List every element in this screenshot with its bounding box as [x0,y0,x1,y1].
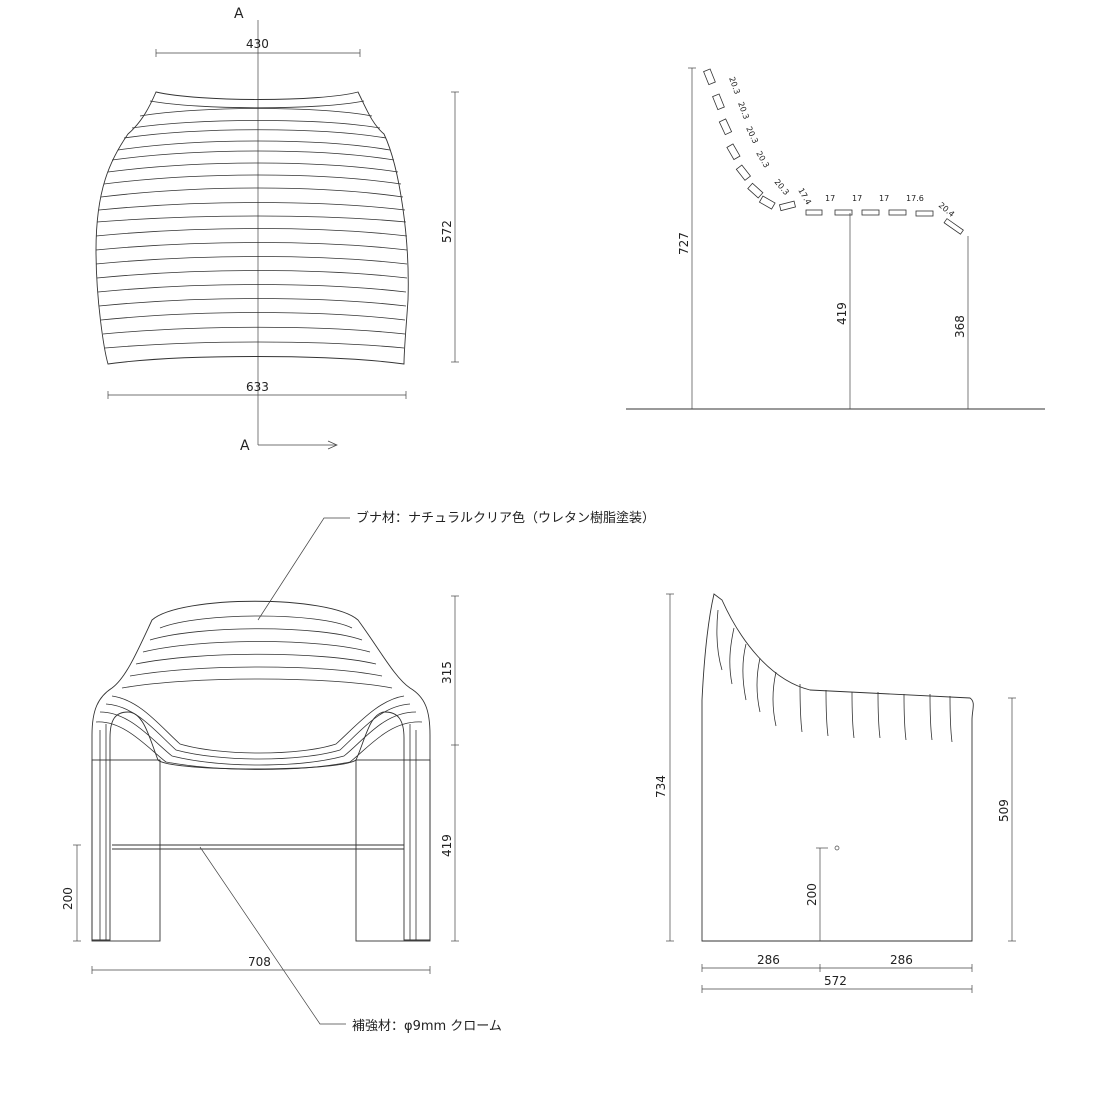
front-view: ブナ材：ナチュラルクリア色（ウレタン樹脂塗装） 補強材：φ9mm クローム 31… [61,510,655,1034]
slat-label: 17.4 [796,187,813,207]
side-slats [716,609,953,743]
side-bar-section [834,845,840,851]
slat-label: 17 [879,194,889,203]
dim-side-total-height: 734 [654,775,668,798]
dim-side-seat-height: 509 [997,799,1011,822]
note-material: ブナ材：ナチュラルクリア色（ウレタン樹脂塗装） [356,510,655,526]
front-leg-right [355,759,431,942]
section-view: 727 419 368 20.3 20.3 20.3 20.3 [626,67,1045,410]
side-outline [701,593,974,942]
dim-side-depth: 572 [824,974,847,988]
section-slat-labels: 20.3 20.3 20.3 20.3 20.3 17.4 17 17 17 1… [727,76,956,219]
dim-seat-height-front: 419 [835,302,849,325]
dim-front-width: 708 [248,955,271,969]
slat-label: 20.4 [937,201,956,219]
front-seat-shell [91,600,431,941]
slat-label: 17 [825,194,835,203]
section-marker-top: A [234,6,244,22]
dim-bottom-width: 633 [246,380,269,394]
dim-total-height: 727 [677,232,691,255]
dim-side-bar-height: 200 [805,883,819,906]
plan-slats [95,100,408,349]
leader-reinforcement [199,846,346,1025]
front-leg-left [91,759,161,942]
slat-label: 20.3 [736,101,751,121]
dim-side-half-b: 286 [890,953,913,967]
slat-label: 20.3 [772,178,790,197]
front-slats [95,615,423,940]
note-reinforcement: 補強材：φ9mm クローム [352,1019,502,1034]
slat-label: 17.6 [906,194,924,203]
slat-label: 20.3 [744,125,760,145]
dim-seat-height-edge: 368 [953,315,967,338]
plan-outline [95,91,409,365]
dim-lower-height: 419 [440,834,454,857]
slat-label: 17 [852,194,862,203]
leader-material [257,517,350,621]
dim-depth: 572 [440,220,454,243]
section-slats [703,68,964,235]
dim-side-half-a: 286 [757,953,780,967]
slat-label: 20.3 [727,76,742,96]
section-marker-bottom: A [240,438,250,454]
dim-upper-height: 315 [440,661,454,684]
slat-label: 20.3 [754,150,771,170]
plan-view: A A 430 [95,6,459,454]
dim-top-width: 430 [246,37,269,51]
section-arrow-head [327,440,338,450]
side-view: 200 734 509 286 286 572 [654,593,1016,993]
dim-bar-height: 200 [61,887,75,910]
